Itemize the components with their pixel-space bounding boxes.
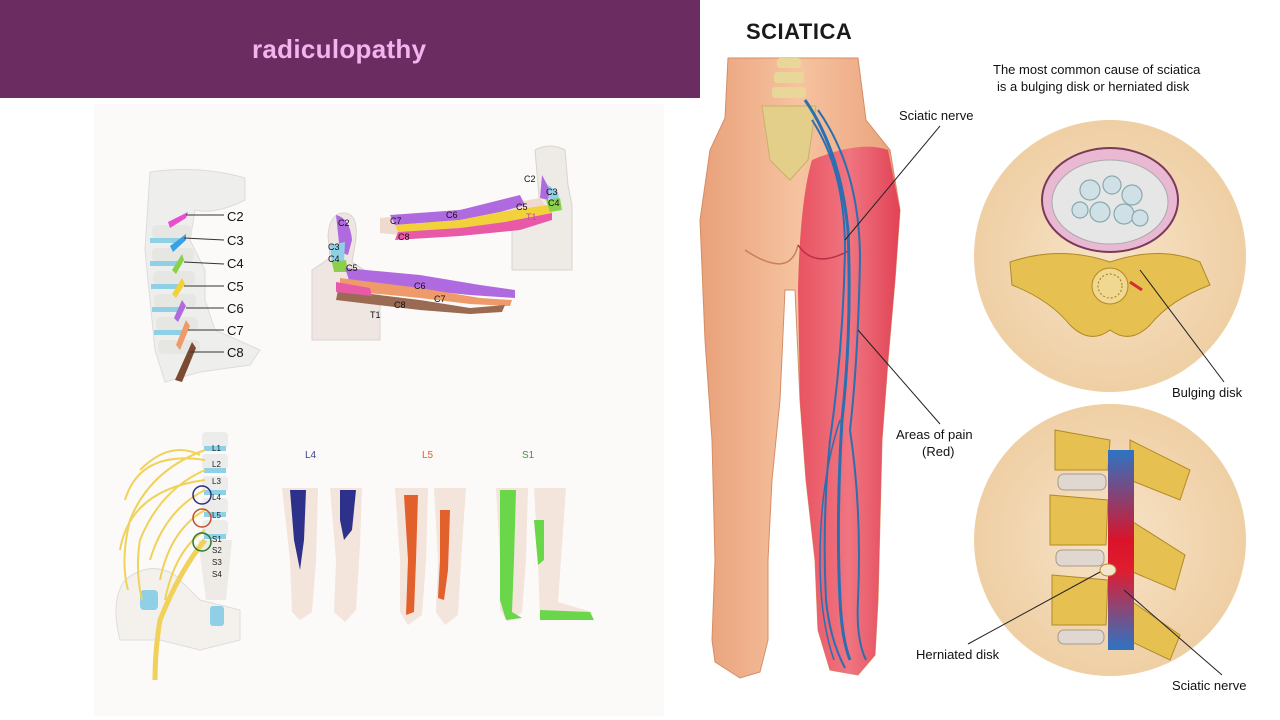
l5-circle <box>192 508 212 528</box>
cause-line-1: The most common cause of sciatica <box>993 62 1201 77</box>
l4-circle <box>192 485 212 505</box>
arm-front-c3: C3 <box>328 242 340 252</box>
level-label-c8: C8 <box>227 345 244 360</box>
arm-back-labels: C2 C3 C4 C5 C6 C7 C8 T1 <box>390 174 560 242</box>
arm-front-t1: T1 <box>370 310 381 320</box>
level-label-c6: C6 <box>227 301 244 316</box>
lumbar-label-l2: L2 <box>212 460 221 469</box>
leg-dermatome-l4: L4 <box>282 450 362 622</box>
label-herniated-disk: Herniated disk <box>916 647 1000 662</box>
title-banner: radiculopathy <box>0 0 700 98</box>
lumbar-label-s2: S2 <box>212 546 222 555</box>
sciatica-title: SCIATICA <box>746 19 852 44</box>
arm-back-c6: C6 <box>446 210 458 220</box>
bulging-disk-illustration: Bulging disk <box>974 120 1246 400</box>
arm-front-c8: C8 <box>394 300 406 310</box>
cervical-spine-diagram: C2 C3 C4 C5 C6 C7 C8 <box>144 169 261 383</box>
lumbar-spine-diagram: L1 L2 L3 L4 L5 S1 S2 S3 S4 <box>115 432 241 681</box>
level-label-c7: C7 <box>227 323 244 338</box>
arm-front-c5: C5 <box>346 263 358 273</box>
arm-dermatome-back: C2 C3 C4 C5 C6 C7 C8 T1 <box>380 145 573 271</box>
leg-label-s1: S1 <box>522 450 535 461</box>
lumbar-label-l5: L5 <box>212 511 221 520</box>
arm-back-c8: C8 <box>398 232 410 242</box>
sacrum <box>761 58 817 181</box>
arm-front-c6: C6 <box>414 281 426 291</box>
sciatica-labels: The most common cause of sciatica is a b… <box>844 62 1201 459</box>
arm-front-c4: C4 <box>328 254 340 264</box>
banner-title: radiculopathy <box>252 34 427 64</box>
arm-back-t1: T1 <box>526 212 537 222</box>
sciatic-nerve-path <box>803 99 867 669</box>
leg-dermatome-s1: S1 <box>496 450 594 622</box>
level-label-c5: C5 <box>227 279 244 294</box>
arm-back-c5: C5 <box>516 202 528 212</box>
lumbar-level-labels: L1 L2 L3 L4 L5 S1 S2 S3 S4 <box>212 444 222 579</box>
lumbar-label-s1: S1 <box>212 535 222 544</box>
label-sciatic-nerve-bottom: Sciatic nerve <box>1172 678 1246 693</box>
leg-label-l4: L4 <box>305 450 317 461</box>
leg-label-l5: L5 <box>422 450 434 461</box>
cervical-level-labels: C2 C3 C4 C5 C6 C7 C8 <box>227 209 244 360</box>
cause-line-2: is a bulging disk or herniated disk <box>997 79 1190 94</box>
level-label-c4: C4 <box>227 256 244 271</box>
lumbar-label-l1: L1 <box>212 444 221 453</box>
lumbar-label-l4: L4 <box>212 493 221 502</box>
arm-back-c7: C7 <box>390 216 402 226</box>
lumbar-vertebrae <box>140 432 232 626</box>
arm-front-c2: C2 <box>338 218 350 228</box>
arm-dermatome-front: C2 C3 C4 C5 C6 C7 C8 T1 <box>311 212 515 341</box>
s1-circle <box>192 532 212 552</box>
level-label-c2: C2 <box>227 209 244 224</box>
sciatica-body-figure <box>699 57 901 679</box>
lumbar-label-s3: S3 <box>212 558 222 567</box>
lumbar-nerves <box>119 449 207 681</box>
leg-dermatome-l5: L5 <box>395 450 466 625</box>
arm-front-labels: C2 C3 C4 C5 C6 C7 C8 T1 <box>328 218 446 320</box>
label-sciatic-nerve: Sciatic nerve <box>899 108 973 123</box>
lumbar-label-s4: S4 <box>212 570 222 579</box>
label-areas-of-pain: Areas of pain <box>896 427 973 442</box>
lumbar-label-l3: L3 <box>212 477 221 486</box>
herniated-disk-illustration: Herniated disk Sciatic nerve <box>916 404 1246 693</box>
label-red: (Red) <box>922 444 955 459</box>
level-label-c3: C3 <box>227 233 244 248</box>
arm-back-c2: C2 <box>524 174 536 184</box>
label-bulging-disk: Bulging disk <box>1172 385 1243 400</box>
arm-front-c7: C7 <box>434 294 446 304</box>
arm-back-c4: C4 <box>548 198 560 208</box>
arm-back-c3: C3 <box>546 187 558 197</box>
